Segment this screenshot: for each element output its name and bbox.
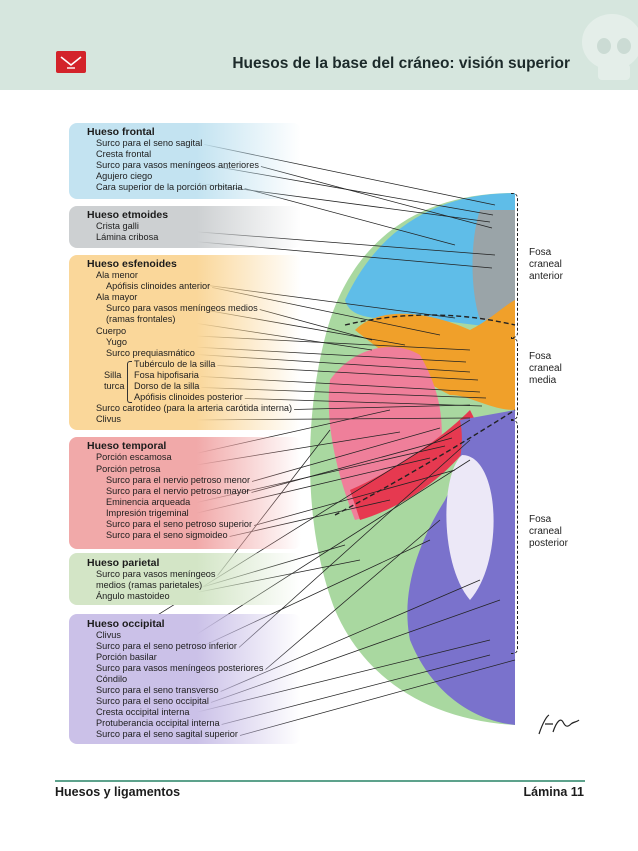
silla-turca-label: turca <box>104 381 125 391</box>
parietal-label: Ángulo mastoideo <box>96 591 170 601</box>
etmoides-panel <box>69 206 301 248</box>
posterior-fossa-boundary <box>334 409 516 516</box>
etmoides-label: Lámina cribosa <box>96 232 159 242</box>
parietal-label: medios (ramas parietales) <box>96 580 203 590</box>
temporal-label: Porción petrosa <box>96 464 161 474</box>
occipital-label: Surco para el seno occipital <box>96 696 209 706</box>
occipital-label: Surco para el seno sagital superior <box>96 729 238 739</box>
parietal-label: Surco para vasos meníngeos <box>96 569 216 579</box>
occipital-label: Clivus <box>96 630 122 640</box>
occipital-label: Surco para el seno petroso inferior <box>96 641 237 651</box>
occipital-title: Hueso occipital <box>87 618 165 630</box>
skull-watermark-icon <box>582 14 638 80</box>
page-title: Huesos de la base del cráneo: visión sup… <box>232 55 570 72</box>
esfenoides-label: Tubérculo de la silla <box>134 359 216 369</box>
esfenoides-label: Apófisis clinoides anterior <box>106 281 211 291</box>
esfenoides-label: Surco carotídeo (para la arteria carótid… <box>96 403 293 413</box>
footer-section-title: Huesos y ligamentos <box>55 785 181 799</box>
esfenoides-label: Ala mayor <box>96 292 138 302</box>
footer-plate-number: Lámina 11 <box>523 785 584 799</box>
parietal-panel <box>69 553 301 605</box>
frontal-title: Hueso frontal <box>87 126 155 138</box>
frontal-label: Agujero ciego <box>96 171 153 181</box>
etmoides-region <box>472 210 515 320</box>
frontal-panel <box>69 123 301 199</box>
occipital-label: Porción basilar <box>96 652 157 662</box>
etmoides-label: Crista galli <box>96 221 139 231</box>
temporal-label: Surco para el nervio petroso menor <box>106 475 251 485</box>
etmoides-title: Hueso etmoides <box>87 209 169 221</box>
artist-signature <box>538 714 580 735</box>
temporal-panel <box>69 437 301 549</box>
frontal-region <box>345 193 515 330</box>
leader-line <box>294 404 471 410</box>
esfenoides-title: Hueso esfenoides <box>87 258 177 270</box>
occipital-label: Surco para el seno transverso <box>96 685 219 695</box>
temporal-petrous-region <box>350 410 480 520</box>
esfenoides-label: (ramas frontales) <box>106 314 176 324</box>
esfenoides-region <box>355 300 515 410</box>
esfenoides-label: Ala menor <box>96 270 138 280</box>
esfenoides-label: Apófisis clinoides posterior <box>134 392 243 402</box>
book-icon <box>56 51 86 73</box>
temporal-label: Eminencia arqueada <box>106 497 191 507</box>
occipital-label: Protuberancia occipital interna <box>96 718 220 728</box>
esfenoides-label: Surco prequiasmático <box>106 348 195 358</box>
temporal-title: Hueso temporal <box>87 440 167 452</box>
frontal-label: Cresta frontal <box>96 149 152 159</box>
temporal-label: Surco para el nervio petroso mayor <box>106 486 250 496</box>
leader-line <box>238 439 471 648</box>
silla-turca-brace <box>127 361 132 403</box>
temporal-label: Surco para el seno sigmoideo <box>106 530 228 540</box>
frontal-label: Surco para el seno sagital <box>96 138 203 148</box>
occipital-label: Cresta occipital interna <box>96 707 190 717</box>
esfenoides-label: Fosa hipofisaria <box>134 370 199 380</box>
frontal-label: Surco para vasos meníngeos anteriores <box>96 160 259 170</box>
footer-rule <box>55 780 585 782</box>
anterior-fossa-brace <box>511 193 518 338</box>
occipital-label: Surco para vasos meníngeos posteriores <box>96 663 264 673</box>
frontal-label: Cara superior de la porción orbitaria <box>96 182 243 192</box>
esfenoides-label: Surco para vasos meníngeos medios <box>106 303 258 313</box>
esfenoides-label: Dorso de la silla <box>134 381 200 391</box>
foramen-magnum <box>446 455 494 600</box>
esfenoides-label: Cuerpo <box>96 326 127 336</box>
esfenoides-panel <box>69 255 301 430</box>
posterior-fossa-brace <box>511 420 518 654</box>
occipital-label: Cóndilo <box>96 674 128 684</box>
esfenoides-label: Yugo <box>106 337 127 347</box>
silla-turca-label: Silla <box>104 370 122 380</box>
middle-fossa-brace <box>511 338 518 420</box>
temporal-label: Porción escamosa <box>96 452 172 462</box>
page-header: Huesos de la base del cráneo: visión sup… <box>0 0 638 90</box>
esfenoides-label: Clivus <box>96 414 122 424</box>
temporal-label: Impresión trigeminal <box>106 508 189 518</box>
anterior-fossa-boundary <box>344 314 516 326</box>
parietal-title: Hueso parietal <box>87 557 160 569</box>
occipital-panel <box>69 614 301 744</box>
temporal-label: Surco para el seno petroso superior <box>106 519 253 529</box>
